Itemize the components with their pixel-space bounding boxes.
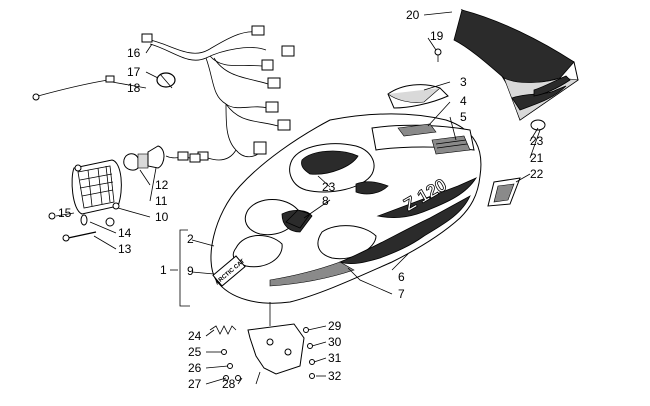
callout-23a: 23 (322, 180, 336, 194)
bulb-socket (147, 145, 201, 169)
leader-lines (55, 11, 541, 385)
callout-6: 6 (398, 270, 405, 284)
windshield-grommet (530, 119, 546, 131)
hood-cap (387, 84, 449, 109)
callout-20: 20 (406, 8, 420, 22)
label-decal (397, 123, 437, 137)
warning-decal (431, 135, 471, 155)
callout-1: 1 (160, 263, 167, 277)
windshield-screw (434, 48, 442, 62)
callout-16: 16 (127, 46, 141, 60)
mounting-bracket (247, 323, 305, 385)
headlight-housing (71, 159, 122, 215)
callout-17: 17 (127, 65, 141, 79)
callout-25: 25 (188, 345, 202, 359)
callout-14: 14 (118, 226, 132, 240)
callout-labels: 1 2 3 4 5 6 7 8 9 10 11 12 13 14 15 16 1… (58, 8, 544, 391)
callout-30: 30 (328, 335, 342, 349)
callout-15: 15 (58, 206, 72, 220)
callout-19: 19 (430, 29, 444, 43)
callout-29: 29 (328, 319, 342, 333)
callout-7: 7 (398, 287, 405, 301)
callout-31: 31 (328, 351, 342, 365)
callout-26: 26 (188, 361, 202, 375)
callout-27: 27 (188, 377, 202, 391)
callout-9: 9 (187, 264, 194, 278)
lock-nut (48, 212, 115, 227)
callout-3: 3 (460, 75, 467, 89)
reflector-decal (487, 177, 521, 207)
spring (209, 325, 237, 335)
callout-24: 24 (188, 329, 202, 343)
callout-4: 4 (460, 94, 467, 108)
callout-11: 11 (155, 194, 168, 208)
callout-18: 18 (127, 81, 141, 95)
hood (210, 113, 482, 304)
hose-clamp (156, 72, 176, 89)
headlight-bulb (123, 153, 149, 171)
callout-28: 28 (222, 377, 236, 391)
callout-13: 13 (118, 242, 132, 256)
ground-wire (32, 75, 115, 101)
callout-22: 22 (530, 167, 544, 181)
callout-10: 10 (155, 210, 169, 224)
callout-2: 2 (187, 232, 194, 246)
callout-5: 5 (460, 110, 467, 124)
flat-washer (80, 214, 88, 226)
wiring-harness (141, 25, 295, 161)
callout-21: 21 (530, 151, 544, 165)
callout-8: 8 (322, 194, 329, 208)
windshield (453, 8, 579, 121)
callout-12: 12 (155, 178, 169, 192)
callout-32: 32 (328, 369, 342, 383)
mounting-screw (62, 231, 97, 242)
callout-23b: 23 (530, 134, 544, 148)
